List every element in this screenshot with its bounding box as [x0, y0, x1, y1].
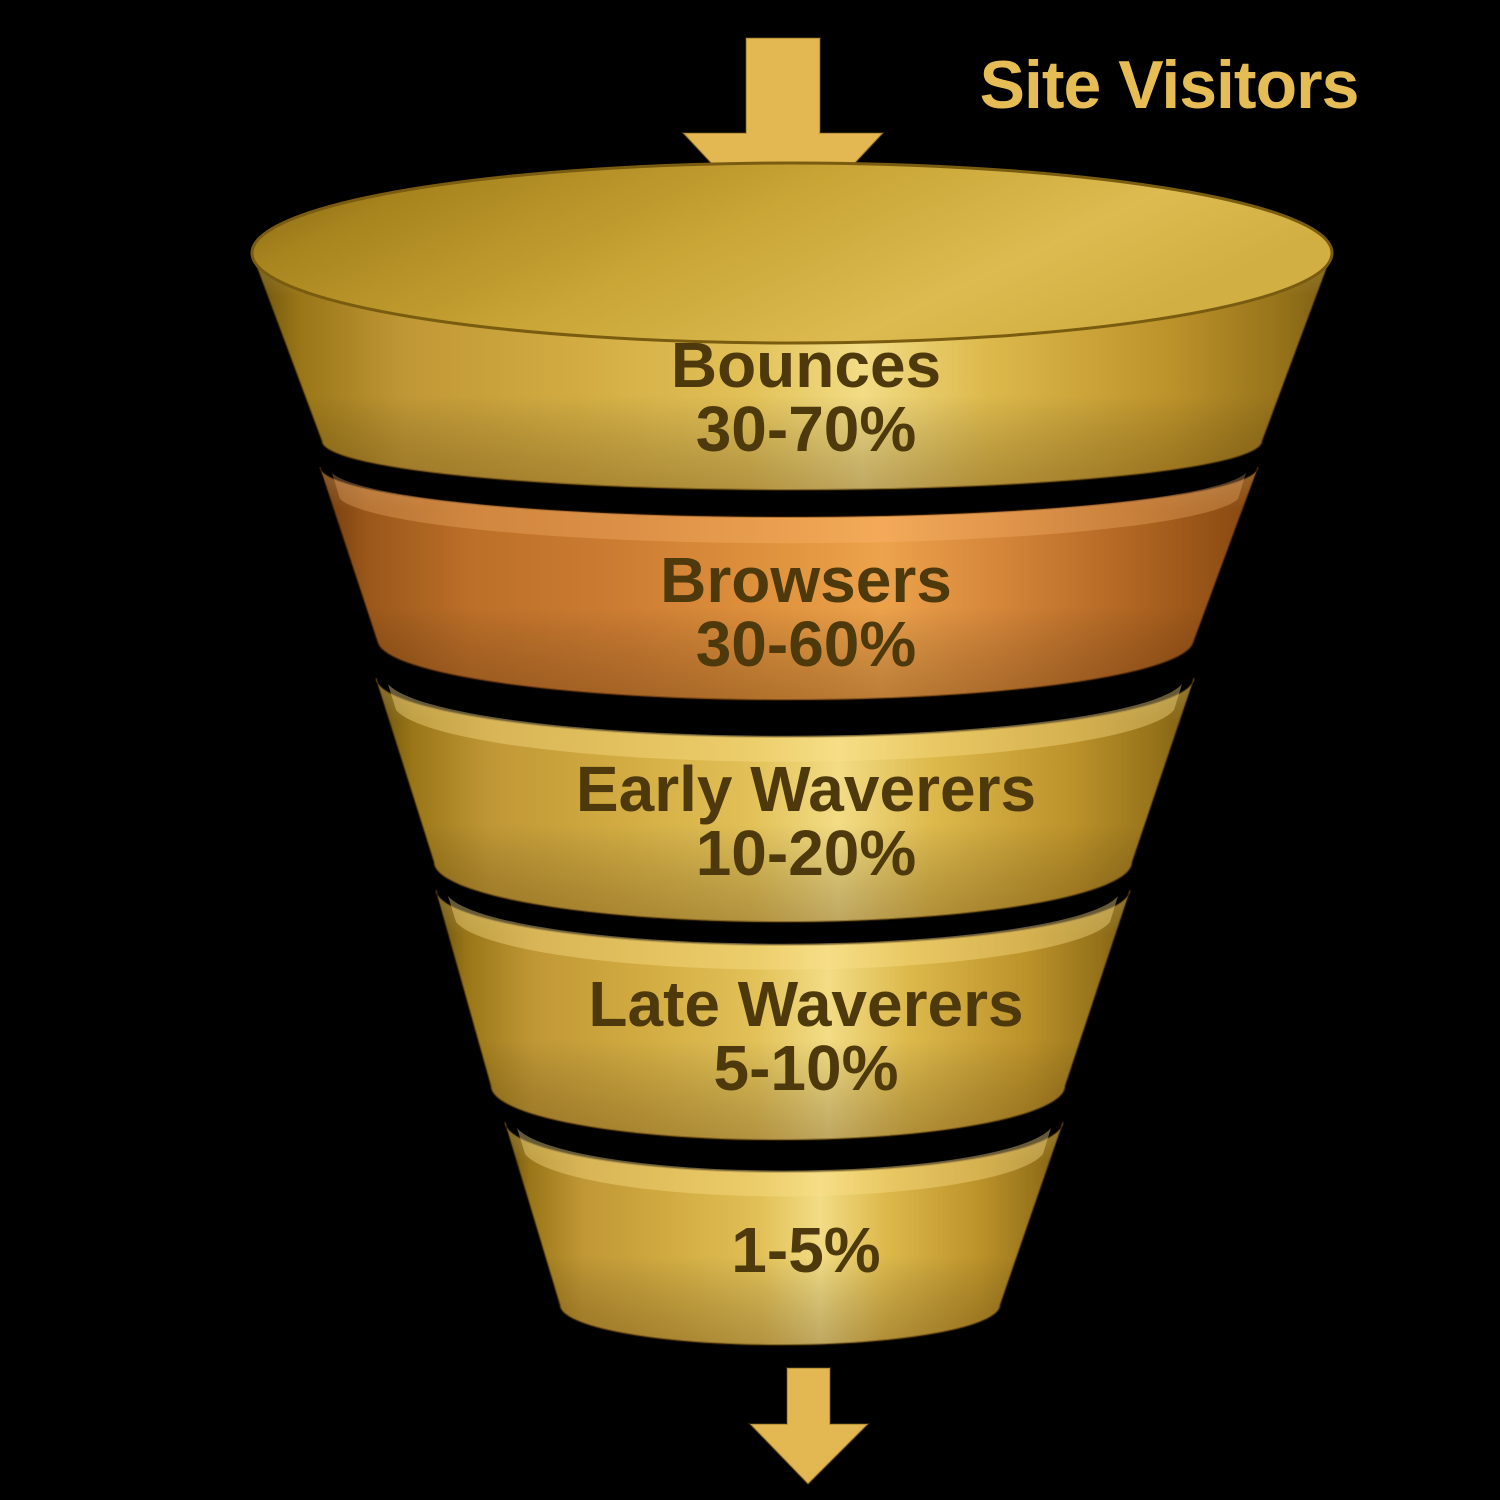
down-arrow-bottom-icon: [747, 1367, 871, 1486]
funnel-top-opening: [250, 161, 1334, 345]
tier-value: 30-60%: [695, 608, 917, 680]
funnel-tier-early-waverers: [375, 677, 1195, 923]
tier-name: Browsers: [660, 544, 952, 616]
tier-label-conversion: 1-5%: [731, 1218, 880, 1282]
tier-label-bounces: Bounces 30-70%: [671, 333, 941, 461]
tier-name: Early Waverers: [575, 753, 1037, 825]
funnel-tier-bounces: [250, 161, 1334, 491]
tier-lip-highlight: [448, 896, 1118, 970]
funnel-tier-browsers: [319, 466, 1259, 702]
tier-lip-highlight: [517, 1128, 1051, 1197]
funnel-tier-late-waverers: [435, 889, 1131, 1141]
tier-label-browsers: Browsers 30-60%: [660, 548, 952, 676]
tier-value: 10-20%: [695, 817, 917, 889]
tier-lip-highlight: [388, 684, 1182, 762]
tier-name: Bounces: [670, 329, 942, 401]
tier-label-late-waverers: Late Waverers 5-10%: [588, 972, 1023, 1100]
funnel-tier-conversion: [504, 1121, 1064, 1346]
site-visitors-title: Site Visitors: [979, 47, 1360, 123]
tier-value: 5-10%: [713, 1032, 899, 1104]
tier-name: Late Waverers: [588, 968, 1024, 1040]
tier-value: 1-5%: [731, 1214, 881, 1286]
tier-lip-highlight: [332, 473, 1246, 544]
tier-value: 30-70%: [695, 393, 917, 465]
tier-label-early-waverers: Early Waverers 10-20%: [576, 757, 1036, 885]
